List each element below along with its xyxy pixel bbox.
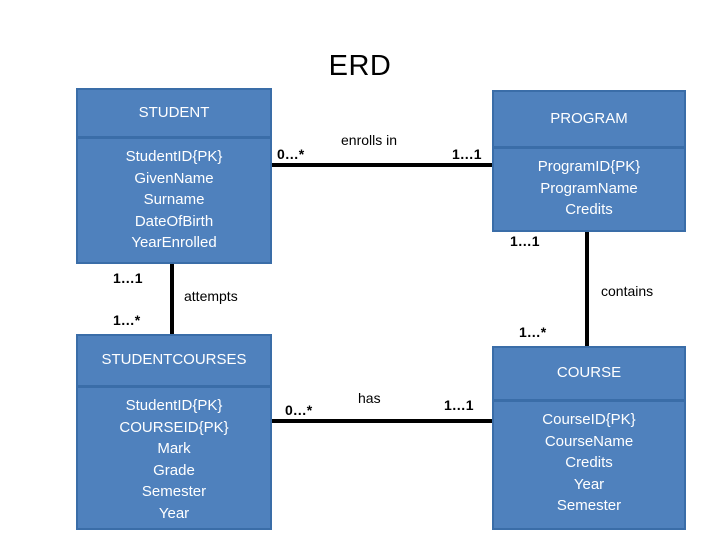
attribute: Grade: [153, 461, 195, 479]
relationship-label-contains: contains: [601, 283, 654, 299]
attribute: Credits: [565, 454, 613, 471]
entity-studentcourses[interactable]: STUDENTCOURSES StudentID{PK} COURSEID{PK…: [76, 334, 272, 530]
connector-program-course: [585, 229, 589, 348]
attribute: Surname: [143, 191, 205, 208]
attribute: ProgramID{PK}: [537, 158, 641, 175]
cardinality-studentcourses-attempts: 1…*: [113, 312, 141, 328]
attribute: COURSEID{PK}: [119, 418, 229, 436]
attribute: CourseID{PK}: [542, 411, 636, 428]
connector-student-program: [270, 163, 496, 167]
attribute: Credits: [565, 201, 613, 218]
entity-program-attributes: ProgramID{PK} ProgramName Credits: [494, 149, 684, 230]
relationship-label-has: has: [358, 390, 381, 406]
entity-studentcourses-attributes: StudentID{PK} COURSEID{PK} Mark Grade Se…: [78, 388, 270, 528]
attribute: StudentID{PK}: [125, 397, 223, 414]
page-title: ERD: [328, 50, 392, 82]
cardinality-course-has: 1…1: [444, 397, 474, 413]
cardinality-studentcourses-has: 0…*: [285, 402, 313, 418]
entity-student[interactable]: STUDENT StudentID{PK} GivenName Surname …: [76, 88, 272, 264]
attribute: DateOfBirth: [134, 212, 214, 230]
entity-course-title: COURSE: [494, 348, 684, 402]
attribute: Semester: [556, 497, 622, 514]
cardinality-course-contains: 1…*: [519, 324, 547, 340]
entity-studentcourses-title: STUDENTCOURSES: [78, 336, 270, 388]
entity-student-title: STUDENT: [78, 90, 270, 139]
entity-course[interactable]: COURSE CourseID{PK} CourseName Credits Y…: [492, 346, 686, 530]
attribute: Year: [573, 475, 605, 493]
attribute: Mark: [157, 440, 191, 457]
entity-program-title: PROGRAM: [494, 92, 684, 149]
cardinality-student-enrolls-in: 0…*: [277, 146, 305, 162]
attribute: ProgramName: [540, 179, 638, 197]
attribute: CourseName: [544, 432, 634, 450]
connector-student-studentcourses: [170, 262, 174, 346]
entity-student-attributes: StudentID{PK} GivenName Surname DateOfBi…: [78, 139, 270, 262]
entity-program[interactable]: PROGRAM ProgramID{PK} ProgramName Credit…: [492, 90, 686, 232]
attribute: GivenName: [134, 169, 214, 187]
attribute: StudentID{PK}: [125, 148, 223, 165]
attribute: Year: [158, 504, 190, 522]
relationship-label-enrolls-in: enrolls in: [341, 132, 398, 148]
connector-studentcourses-course: [270, 419, 496, 423]
relationship-label-attempts: attempts: [184, 288, 238, 304]
cardinality-student-attempts: 1…1: [113, 270, 143, 286]
attribute: YearEnrolled: [131, 234, 217, 251]
cardinality-program-enrolls-in: 1…1: [452, 146, 482, 162]
attribute: Semester: [141, 483, 207, 500]
cardinality-program-contains: 1…1: [510, 233, 540, 249]
entity-course-attributes: CourseID{PK} CourseName Credits Year Sem…: [494, 402, 684, 528]
